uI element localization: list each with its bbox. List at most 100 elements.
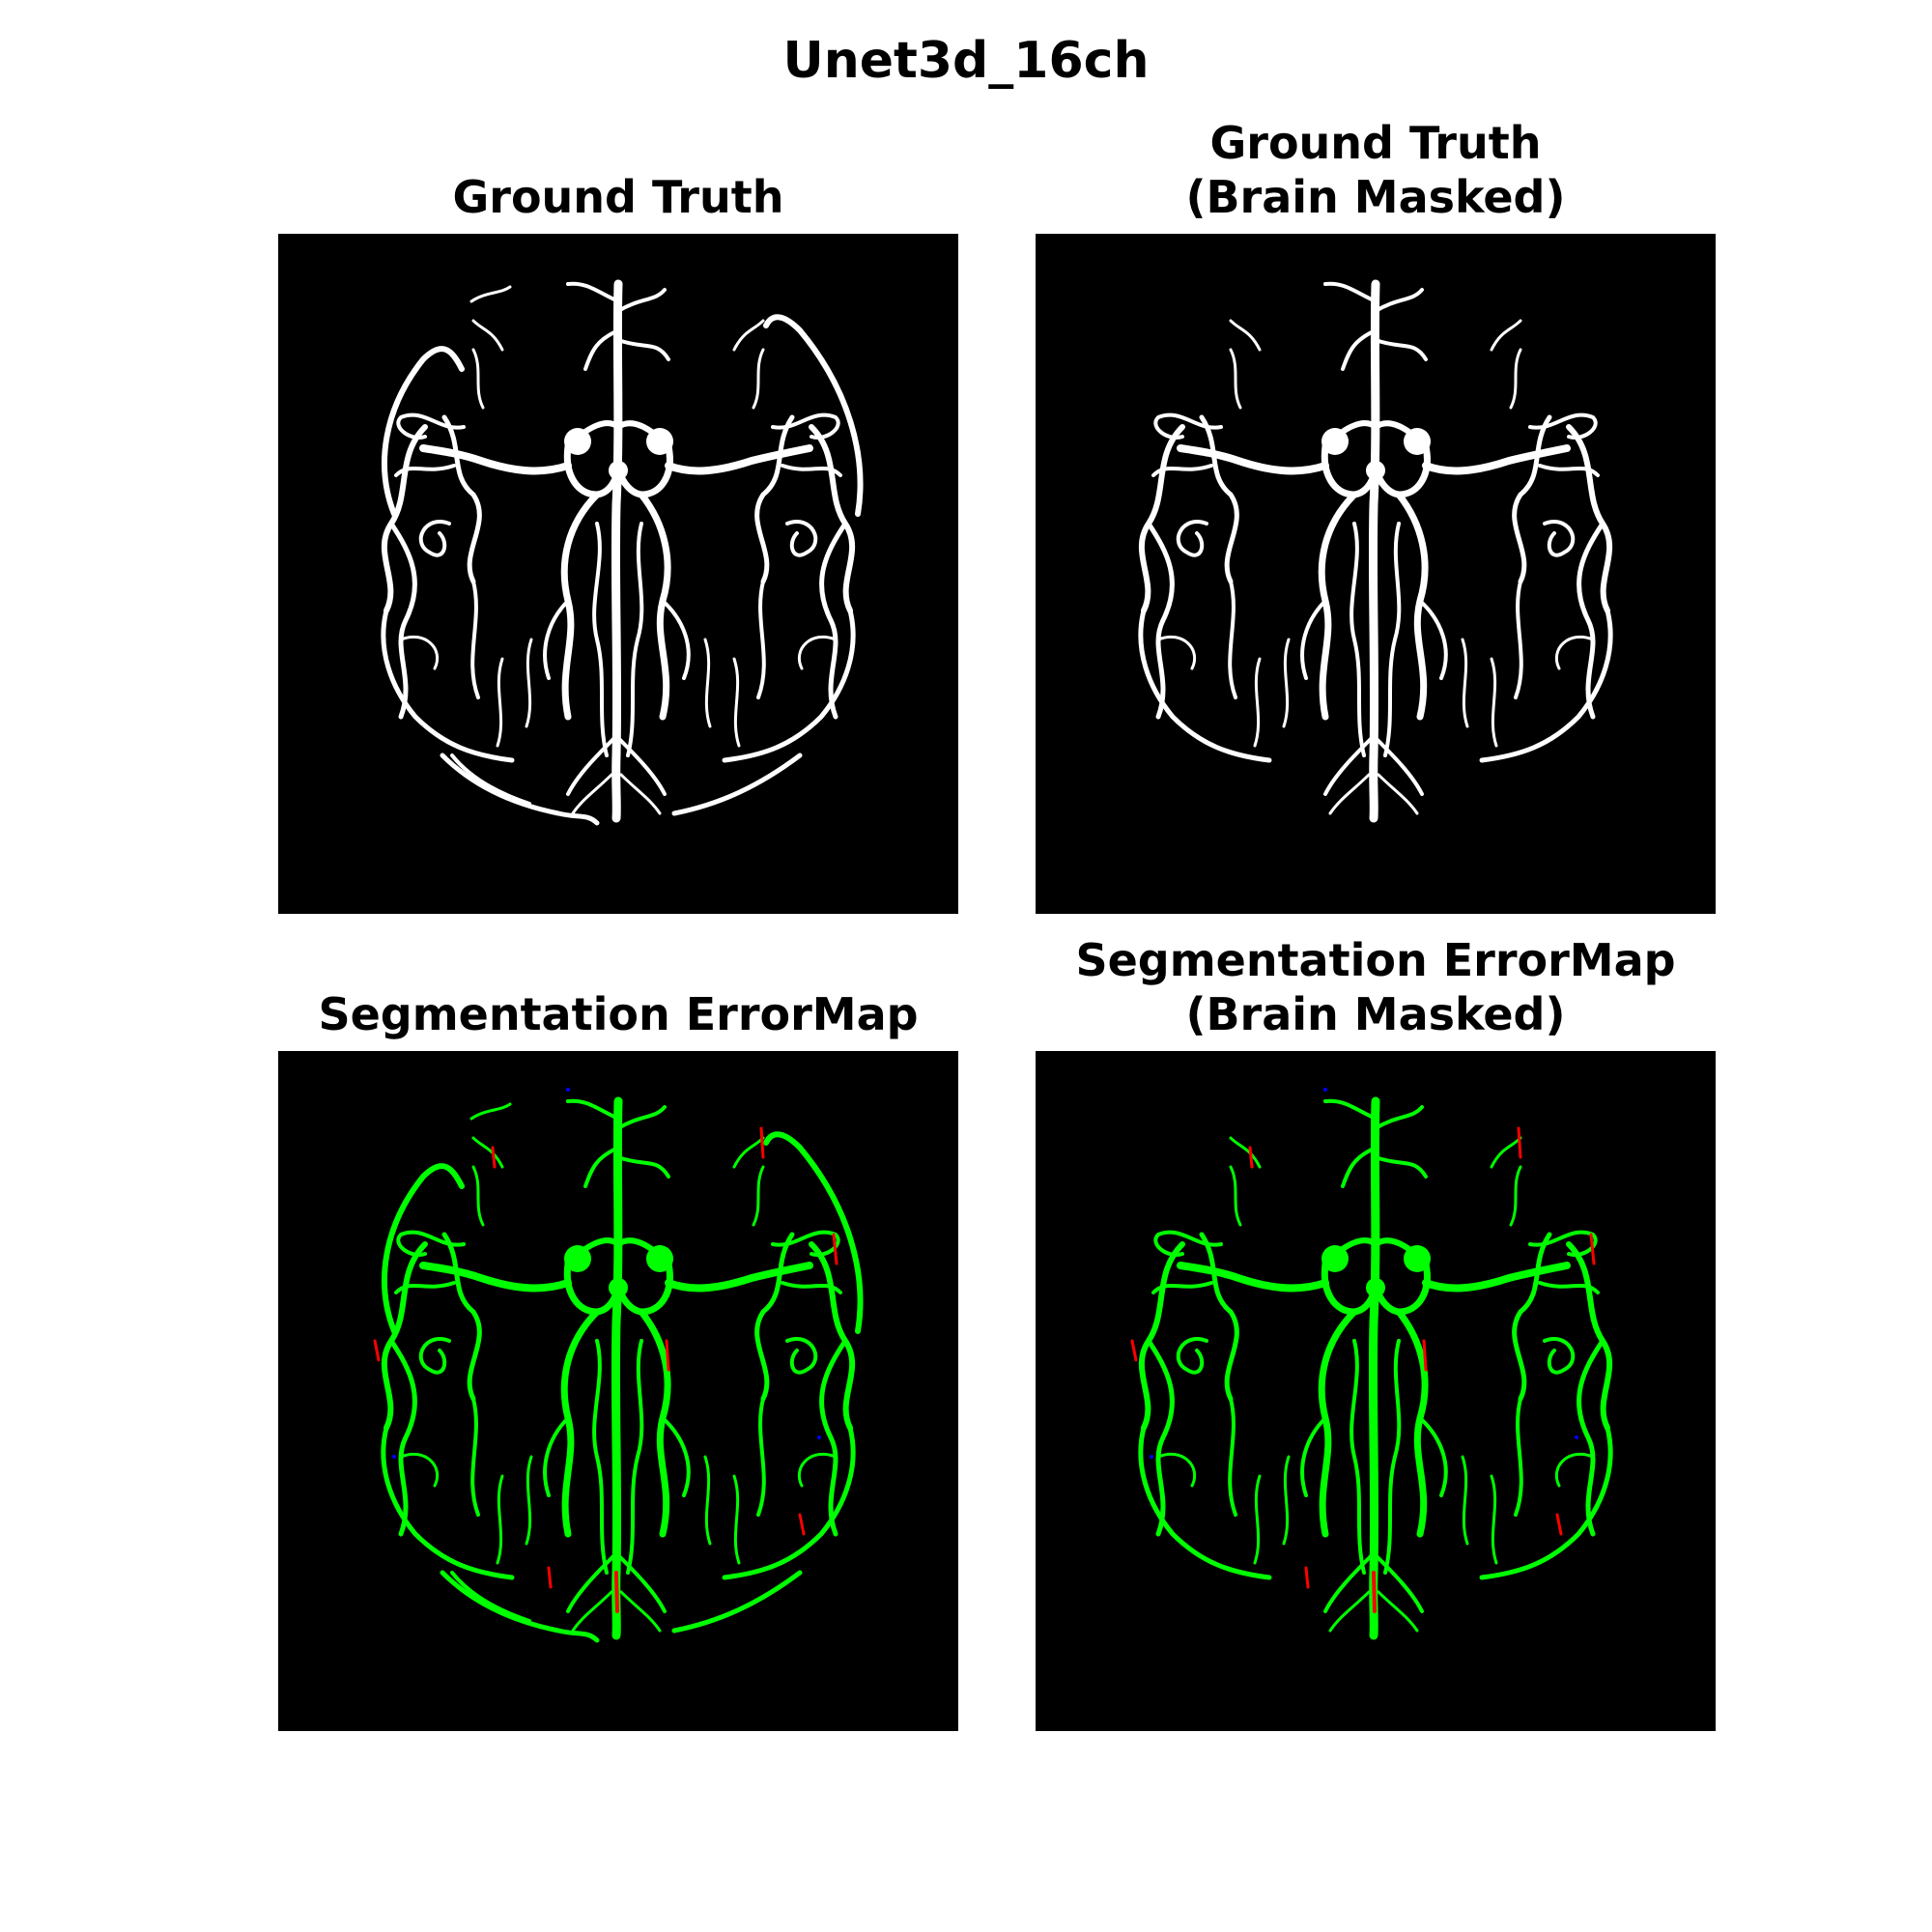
vessel-segment bbox=[781, 464, 842, 477]
ground-truth-masked-image bbox=[1036, 234, 1716, 914]
vessel-segment bbox=[1383, 522, 1402, 757]
vessel-segment bbox=[1300, 599, 1327, 680]
vessel-segment bbox=[1341, 1146, 1378, 1188]
vessel-segment bbox=[388, 521, 417, 720]
vessel-segment bbox=[817, 1435, 821, 1439]
vessel-segment bbox=[1282, 1455, 1291, 1546]
vessel-segment bbox=[722, 1425, 856, 1580]
vessel-segment bbox=[626, 522, 644, 757]
vessel-segment bbox=[703, 1455, 712, 1546]
vessel-segment bbox=[1321, 428, 1349, 455]
vessel-segment bbox=[1138, 424, 1185, 613]
panel-title-ground-truth: Ground Truth bbox=[452, 171, 784, 223]
vessel-segment bbox=[1323, 1551, 1376, 1613]
vessel-segment bbox=[1229, 319, 1262, 352]
vessel-segment bbox=[1555, 635, 1595, 670]
vessel-segment bbox=[1374, 1155, 1428, 1179]
vessel-segment bbox=[394, 464, 456, 477]
vessel-segment bbox=[661, 1416, 691, 1497]
vessel-segment bbox=[798, 1452, 838, 1488]
vessel-segment bbox=[1328, 773, 1371, 815]
vessel-segment bbox=[496, 1474, 504, 1565]
vessel-segment bbox=[1538, 1281, 1600, 1294]
vessel-segment bbox=[566, 1098, 620, 1121]
vessel-segment bbox=[471, 1165, 485, 1227]
vessel-segment bbox=[470, 580, 480, 699]
vessel-segment bbox=[614, 734, 667, 796]
vessel-segment bbox=[1418, 599, 1448, 680]
vessel-segment bbox=[1377, 1590, 1419, 1633]
vessel-segment bbox=[1372, 734, 1424, 796]
vessel-segment bbox=[1490, 1474, 1498, 1565]
vessel-segment bbox=[418, 520, 451, 557]
vessel-segment bbox=[381, 1425, 515, 1580]
vessel-segment bbox=[491, 1146, 497, 1169]
vessel-segment bbox=[1177, 1262, 1329, 1293]
vessel-image bbox=[1138, 279, 1613, 823]
vessel-segment bbox=[616, 338, 670, 361]
vessel-segment bbox=[665, 444, 813, 475]
vessel-image bbox=[373, 1088, 864, 1643]
vessel-segment bbox=[1366, 461, 1385, 480]
vessel-segment bbox=[419, 444, 572, 475]
vessel-segment bbox=[616, 1155, 670, 1179]
vessel-segment bbox=[1177, 444, 1329, 475]
vessel-segment bbox=[1323, 734, 1376, 796]
vessel-segment bbox=[1575, 1435, 1578, 1439]
vessel-segment bbox=[470, 1397, 480, 1517]
vessel-segment bbox=[564, 428, 591, 455]
vessel-segment bbox=[1512, 414, 1552, 584]
vessel-segment bbox=[571, 1590, 613, 1633]
vessel-segment bbox=[560, 491, 601, 721]
vessel-segment bbox=[1130, 1339, 1138, 1362]
vessel-segment bbox=[1138, 1241, 1185, 1431]
vessel-segment bbox=[1404, 428, 1431, 455]
vessel-segment bbox=[1323, 1088, 1327, 1092]
vessel-segment bbox=[566, 734, 618, 796]
vessel-segment bbox=[525, 638, 533, 728]
vessel-segment bbox=[798, 1513, 806, 1536]
vessel-segment bbox=[759, 1126, 765, 1159]
vessel-segment bbox=[626, 1339, 644, 1575]
vessel-image bbox=[381, 279, 864, 826]
vessel-segment bbox=[1228, 580, 1237, 699]
vessel-segment bbox=[819, 1338, 848, 1537]
vessel-segment bbox=[732, 319, 765, 352]
vessel-segment bbox=[1418, 1416, 1448, 1497]
vessel-segment bbox=[1300, 1416, 1327, 1497]
vessel-segment bbox=[609, 1278, 628, 1297]
vessel-segment bbox=[754, 414, 795, 584]
vessel-segment bbox=[1404, 1245, 1431, 1272]
vessel-segment bbox=[1395, 1308, 1429, 1538]
vessel-segment bbox=[722, 608, 856, 763]
vessel-segment bbox=[388, 1338, 417, 1537]
vessel-segment bbox=[1577, 1338, 1605, 1537]
vessel-segment bbox=[1253, 1474, 1262, 1565]
vessel-segment bbox=[1323, 1098, 1378, 1121]
vessel-segment bbox=[440, 753, 600, 826]
vessel-segment bbox=[450, 1571, 531, 1623]
vessel-segment bbox=[543, 1416, 570, 1497]
vessel-segment bbox=[1374, 1105, 1424, 1130]
vessel-segment bbox=[1514, 580, 1523, 699]
vessel-segment bbox=[832, 1233, 838, 1265]
vessel-segment bbox=[382, 346, 465, 517]
vessel-segment bbox=[471, 1136, 504, 1169]
vessel-segment bbox=[1512, 1232, 1552, 1402]
vessel-segment bbox=[1151, 464, 1213, 477]
vessel-segment bbox=[638, 1308, 671, 1538]
vessel-segment bbox=[547, 1566, 553, 1589]
vessel-segment bbox=[1156, 1452, 1196, 1488]
vessel-segment bbox=[1341, 328, 1378, 371]
vessel-segment bbox=[781, 1281, 842, 1294]
vessel-segment bbox=[703, 638, 712, 728]
vessel-segment bbox=[382, 1163, 465, 1334]
vessel-image bbox=[1130, 1088, 1613, 1640]
vessel-segment bbox=[1566, 424, 1613, 613]
vessel-segment bbox=[1479, 608, 1613, 763]
vessel-segment bbox=[496, 657, 504, 748]
vessel-segment bbox=[1422, 1339, 1428, 1372]
vessel-segment bbox=[671, 753, 803, 816]
vessel-segment bbox=[1304, 1566, 1310, 1589]
vessel-segment bbox=[440, 1570, 600, 1643]
